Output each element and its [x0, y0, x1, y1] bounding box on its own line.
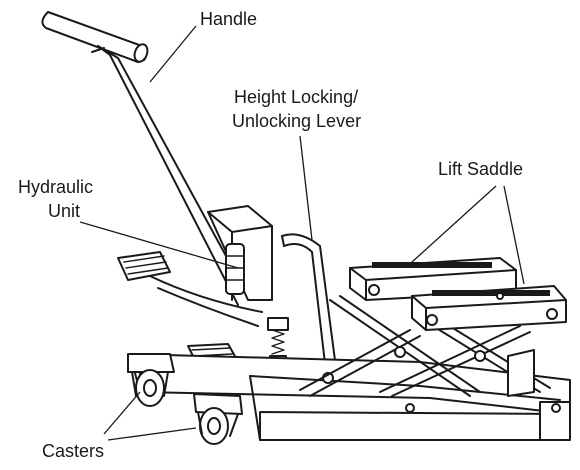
- casters-leader-right: [107, 427, 197, 441]
- saddle-leader-front: [503, 185, 525, 285]
- lift-saddle-label: Lift Saddle: [438, 159, 524, 179]
- lift-saddle-drawing: [349, 257, 567, 331]
- lever-leader: [299, 135, 313, 241]
- leader-lines: [79, 25, 525, 441]
- casters-drawing: [127, 353, 243, 445]
- foot-pedal-drawing: [117, 251, 263, 327]
- casters-leader-left: [103, 391, 141, 435]
- hydraulic-unit-label-line1: Hydraulic: [18, 177, 94, 197]
- lever-label-line1: Height Locking/: [234, 87, 359, 107]
- saddle-leader-rear: [411, 185, 497, 263]
- casters-label: Casters: [42, 441, 105, 461]
- handle-leader: [149, 25, 197, 83]
- lever-label-line2: Unlocking Lever: [232, 111, 362, 131]
- handle-label: Handle: [200, 9, 258, 29]
- hydraulic-unit-label-line2: Unit: [48, 201, 81, 221]
- hydraulic-leader: [79, 221, 239, 269]
- scissor-mechanism-drawing: [299, 295, 551, 397]
- locking-lever-drawing: [281, 233, 337, 373]
